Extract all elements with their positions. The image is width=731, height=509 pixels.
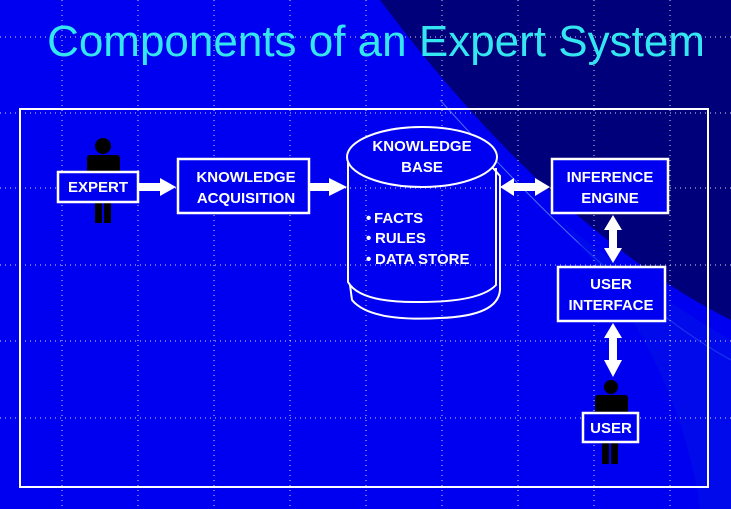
ui-label-2: INTERFACE: [568, 297, 653, 314]
kb-item-rules: RULES: [375, 230, 426, 247]
arrow-kb-inference-double: [500, 178, 550, 196]
light-swoosh: [560, 220, 731, 509]
user-label: USER: [590, 420, 632, 437]
expert-label: EXPERT: [68, 179, 128, 196]
slide-title: Components of an Expert System: [47, 17, 705, 66]
kb-label-1: KNOWLEDGE: [372, 138, 471, 155]
arrow-ui-user-double: [604, 323, 622, 377]
arrow-inference-ui-double: [604, 215, 622, 263]
kb-label-2: BASE: [401, 159, 443, 176]
user-person-icon: [595, 380, 628, 464]
kb-item-list: • FACTS • RULES • DATA STORE: [366, 210, 469, 268]
kb-bullet: •: [366, 251, 371, 268]
diagram-frame: [19, 108, 709, 488]
inference-label-1: INFERENCE: [567, 169, 654, 186]
knowledge-base-cylinder: [346, 126, 501, 320]
user-interface-box: [556, 265, 667, 323]
acquisition-label-2: ACQUISITION: [197, 190, 295, 207]
kb-bullet: •: [366, 230, 371, 247]
kb-item-data-store: DATA STORE: [375, 251, 469, 268]
arrow-acquisition-to-kb: [309, 178, 347, 196]
expert-person-icon: [87, 138, 120, 223]
user-box: [581, 411, 640, 444]
kb-item-facts: FACTS: [374, 210, 423, 227]
ui-label-1: USER: [590, 276, 632, 293]
inference-engine-box: [550, 157, 670, 215]
kb-bullet: •: [366, 210, 371, 227]
acquisition-label-1: KNOWLEDGE: [196, 169, 295, 186]
inference-label-2: ENGINE: [581, 190, 639, 207]
arrow-expert-to-acquisition: [138, 178, 176, 196]
